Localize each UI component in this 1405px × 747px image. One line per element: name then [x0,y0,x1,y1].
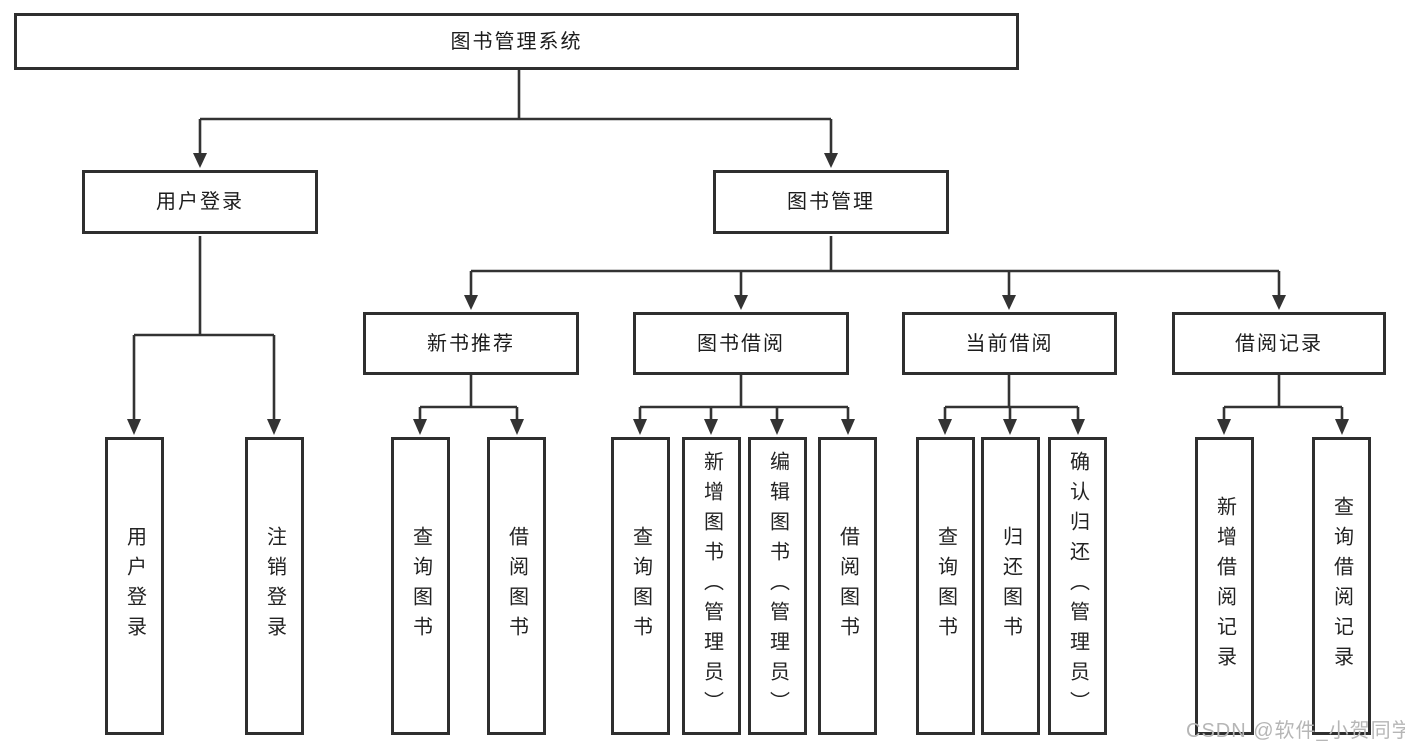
leaf-query-books-borrow: 查询图书 [611,437,670,735]
leaf-return-book: 归还图书 [981,437,1040,735]
node-book-borrow: 图书借阅 [633,312,849,375]
watermark: CSDN @软件_小贺同学 [1186,720,1405,742]
node-root: 图书管理系统 [14,13,1019,70]
node-current-borrow: 当前借阅 [902,312,1117,375]
leaf-query-books-recommend: 查询图书 [391,437,450,735]
leaf-borrow-books-recommend: 借阅图书 [487,437,546,735]
leaf-add-book-admin: 新增图书（管理员） [682,437,741,735]
leaf-borrow-books: 借阅图书 [818,437,877,735]
node-book-management: 图书管理 [713,170,949,234]
leaf-confirm-return-admin: 确认归还（管理员） [1048,437,1107,735]
leaf-user-login: 用户登录 [105,437,164,735]
leaf-edit-book-admin: 编辑图书（管理员） [748,437,807,735]
leaf-query-books-current: 查询图书 [916,437,975,735]
node-new-book-recommend: 新书推荐 [363,312,579,375]
leaf-logout: 注销登录 [245,437,304,735]
leaf-query-borrow-record: 查询借阅记录 [1312,437,1371,735]
node-borrow-records: 借阅记录 [1172,312,1386,375]
node-user-login: 用户登录 [82,170,318,234]
leaf-add-borrow-record: 新增借阅记录 [1195,437,1254,735]
